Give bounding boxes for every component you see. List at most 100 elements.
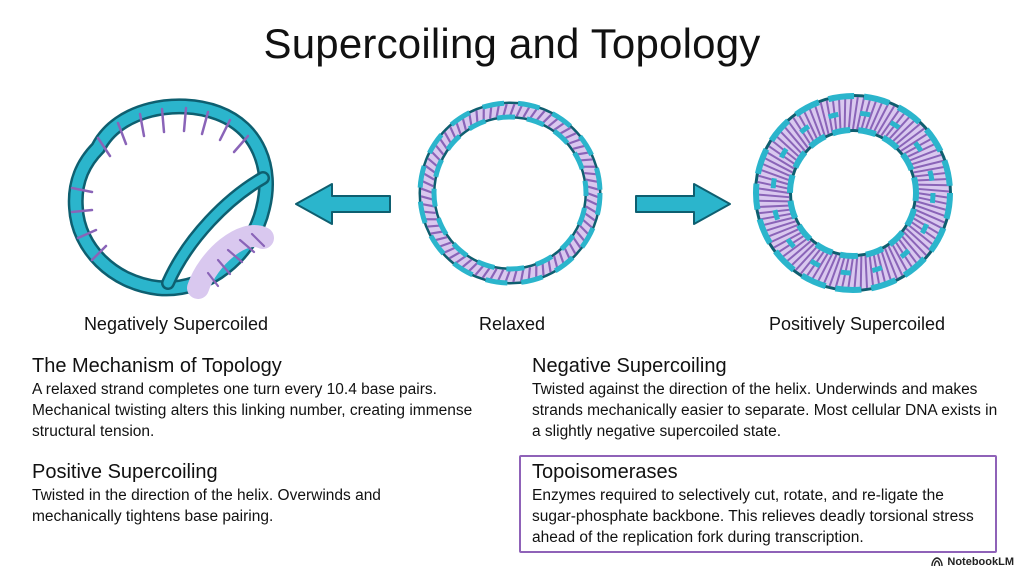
- base-pair-rung: [910, 153, 942, 166]
- base-pair-rung: [527, 267, 532, 281]
- base-pair-rung: [811, 251, 830, 281]
- base-pair-rung: [430, 230, 444, 235]
- base-pair-rung: [756, 193, 790, 199]
- base-pair-rung: [911, 159, 944, 170]
- base-pair-rung: [781, 237, 809, 259]
- base-pair-rung: [553, 121, 566, 131]
- base-pair-rung: [421, 179, 434, 188]
- base-pair-rung: [767, 224, 798, 238]
- base-pair-rung: [757, 204, 791, 208]
- base-pair-rung: [563, 132, 577, 140]
- base-pair-rung: [430, 150, 441, 162]
- base-pair-rung: [891, 243, 909, 273]
- base-pair-rung: [816, 253, 834, 283]
- base-pair-rung: [586, 191, 600, 199]
- base-pair-rung: [880, 250, 893, 282]
- base-pair-rung: [907, 224, 935, 246]
- base-pair-rung: [461, 258, 473, 269]
- base-pair-rung: [887, 245, 904, 276]
- base-pair-rung: [575, 230, 586, 242]
- base-pair-rung: [913, 165, 946, 174]
- positive-supercoiled-dna-diagram: [753, 93, 953, 293]
- negative-supercoiled-dna-diagram: [67, 98, 274, 299]
- base-pair-rung: [790, 243, 815, 267]
- base-pair-rung: [761, 162, 792, 178]
- base-pair-rung: [568, 241, 577, 255]
- base-pair-rung: [547, 259, 552, 273]
- base-pair-rung: [894, 123, 921, 146]
- base-pair-rung: [579, 224, 590, 236]
- base-pair-rung: [422, 172, 435, 181]
- base-pair-rung: [762, 216, 795, 227]
- base-pair-rung: [504, 269, 512, 283]
- relaxed-dna-diagram: [417, 100, 603, 286]
- base-pair-rung: [488, 105, 493, 119]
- negative-supercoiling-heading: Negative Supercoiling: [532, 355, 727, 377]
- base-pair-rung: [454, 255, 467, 265]
- base-pair-rung: [915, 204, 947, 218]
- base-pair-rung: [864, 255, 868, 289]
- base-pair-rung: [427, 157, 439, 168]
- arrow-left-icon: [295, 183, 391, 225]
- base-pair-rung: [916, 187, 950, 193]
- base-pair-rung: [759, 168, 791, 182]
- base-pair-rung: [438, 241, 452, 248]
- base-pair-rung: [847, 256, 854, 290]
- base-pair-rung: [448, 251, 462, 260]
- base-pair-rung: [420, 195, 434, 201]
- base-pair-rung: [913, 212, 943, 230]
- base-pair-rung: [489, 268, 498, 281]
- base-pair-rung: [819, 102, 830, 135]
- base-pair-rung: [795, 245, 819, 271]
- base-pair-rung: [785, 240, 812, 263]
- base-pair-rung: [813, 104, 826, 136]
- base-pair-rung: [916, 200, 948, 212]
- base-pair-rung: [522, 105, 531, 118]
- base-pair-rung: [838, 97, 842, 131]
- base-pair-rung: [502, 103, 508, 117]
- base-pair-rung: [541, 113, 553, 124]
- base-pair-rung: [572, 236, 582, 249]
- base-pair-rung: [529, 107, 539, 120]
- base-pair-rung: [535, 110, 546, 122]
- topoisomerases-section: Topoisomerases Enzymes required to selec…: [532, 460, 988, 548]
- base-pair-rung: [884, 248, 898, 279]
- base-pair-rung: [853, 256, 859, 290]
- base-pair-rung: [579, 158, 593, 162]
- topoisomerases-body: Enzymes required to selectively cut, rot…: [532, 487, 974, 546]
- base-pair-rung: [900, 234, 923, 261]
- brand-label: NotebookLM: [947, 556, 1014, 568]
- base-pair-rung: [581, 218, 593, 229]
- base-pair-rung: [568, 138, 582, 145]
- base-pair-rung: [763, 156, 793, 174]
- base-pair-rung: [495, 104, 501, 118]
- base-pair-rung: [434, 236, 448, 242]
- base-pair-rung: [576, 151, 590, 156]
- base-pair-rung: [558, 126, 572, 135]
- positive-supercoiling-heading: Positive Supercoiling: [32, 461, 218, 483]
- base-pair-rung: [515, 104, 524, 117]
- base-pair-rung: [512, 269, 518, 283]
- base-pair-rung: [519, 268, 525, 282]
- base-pair-rung: [880, 108, 901, 137]
- base-pair-rung: [496, 269, 505, 282]
- base-pair-rung: [808, 107, 822, 138]
- base-pair-rung: [586, 198, 599, 207]
- base-pair-rung: [467, 262, 479, 273]
- base-pair-rung: [585, 205, 598, 214]
- base-pair-rung: [891, 119, 916, 143]
- base-pair-rung: [434, 144, 445, 156]
- base-pair-rung: [461, 117, 467, 131]
- base-pair-rung: [876, 105, 895, 135]
- notebooklm-logo-icon: [931, 557, 944, 567]
- base-pair-rung: [547, 117, 559, 128]
- base-pair-rung: [802, 110, 819, 141]
- mechanism-heading: The Mechanism of Topology: [32, 355, 282, 377]
- base-pair-rung: [583, 212, 596, 222]
- base-pair-rung: [783, 125, 806, 152]
- base-pair-rung: [868, 254, 875, 287]
- mechanism-body: A relaxed strand completes one turn ever…: [32, 381, 473, 440]
- base-pair-rung: [474, 264, 485, 276]
- base-pair-rung: [563, 246, 571, 260]
- base-pair-rung: [897, 127, 925, 149]
